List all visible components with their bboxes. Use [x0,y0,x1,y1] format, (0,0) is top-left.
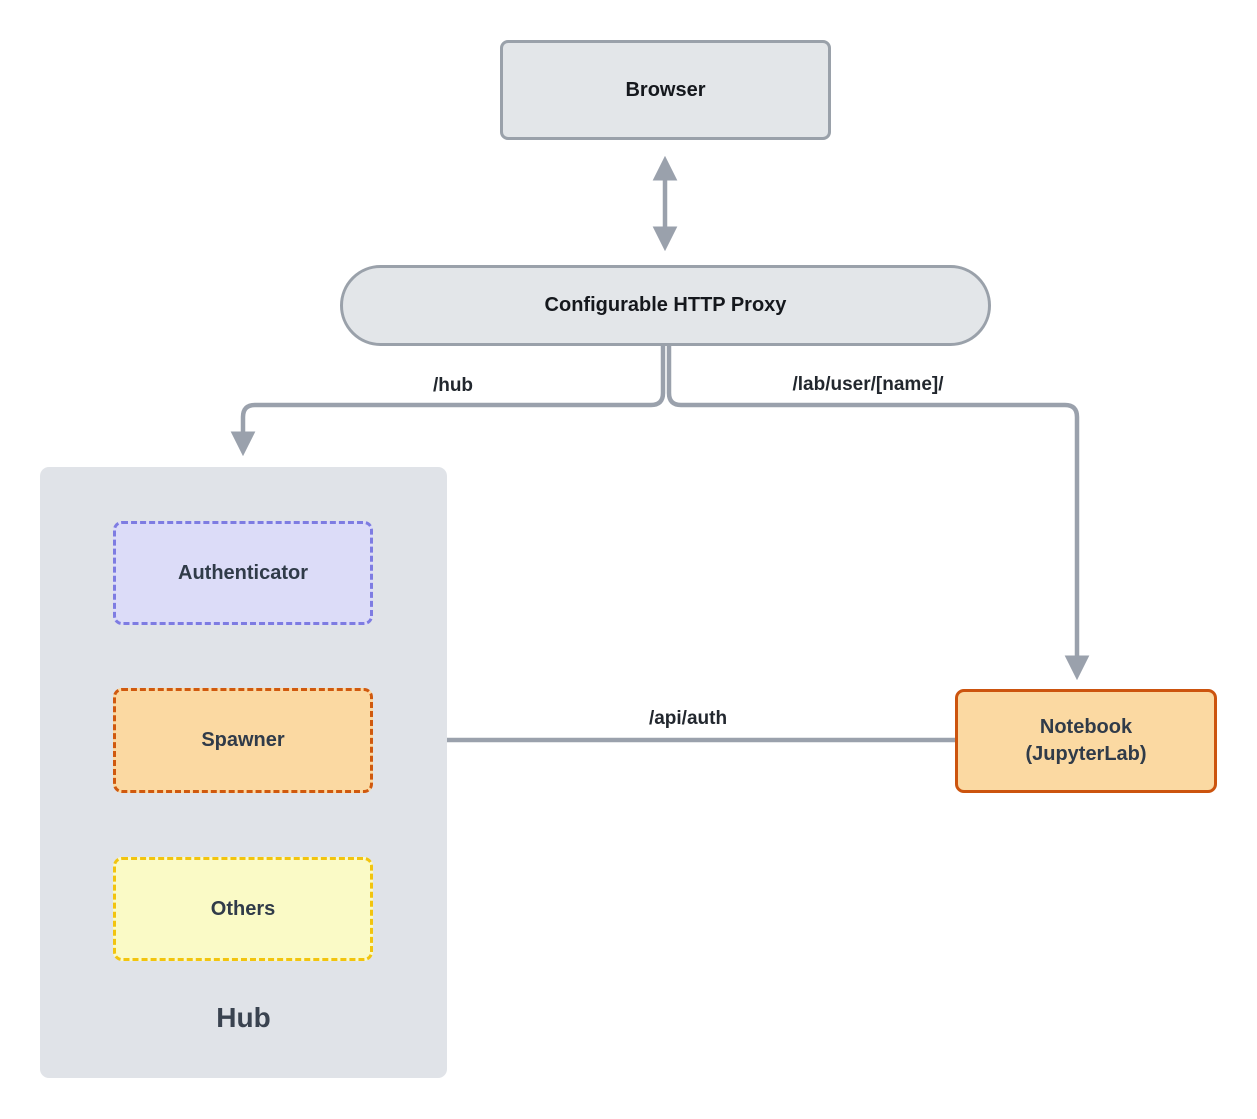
notebook-sublabel: (JupyterLab) [1025,743,1147,765]
proxy-label: Configurable HTTP Proxy [544,294,787,316]
browser-node: Browser [500,40,831,140]
notebook-label: Notebook [1039,716,1133,738]
authenticator-label: Authenticator [178,561,308,584]
spawner-label: Spawner [201,729,285,751]
edge-label-lab-user-path: /lab/user/[name]/ [792,374,944,395]
edge-proxy-hub [230,346,666,457]
configurable-http-proxy-node: Configurable HTTP Proxy [340,265,991,346]
browser-label: Browser [625,78,706,101]
hub-label: Hub [216,1002,271,1033]
edge-proxy-notebook [666,346,1090,681]
others-node: Others [113,857,373,961]
edge-label-api-auth-path: /api/auth [648,708,728,729]
edge-label-hub-path: /hub [432,375,474,396]
spawner-node: Spawner [113,688,373,793]
authenticator-node: Authenticator [113,521,373,625]
notebook-node: Notebook (JupyterLab) [955,689,1217,793]
others-label: Others [210,897,276,920]
